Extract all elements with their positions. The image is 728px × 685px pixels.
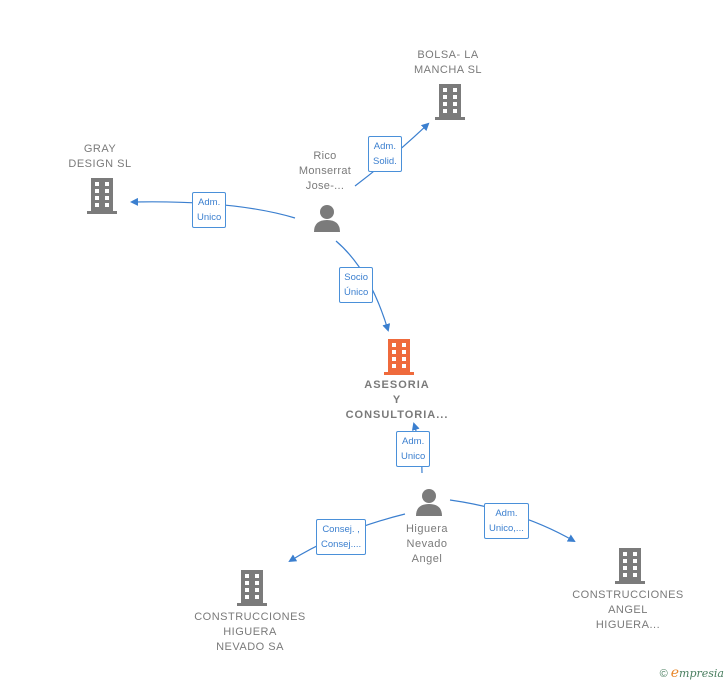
building-icon-focus (384, 339, 414, 375)
node-higuera-label: Higuera Nevado Angel (405, 523, 449, 565)
edge-label-adm-solid[interactable]: Adm. Solid. (368, 136, 402, 172)
person-icon (314, 205, 340, 232)
brand-e: e (670, 665, 680, 681)
edge-label-adm-unico-gray[interactable]: Adm. Unico (192, 192, 227, 228)
edge-label-socio-unico[interactable]: Socio Único (339, 267, 374, 303)
node-const-sa-label: CONSTRUCCIONES HIGUERA NEVADO SA (194, 611, 306, 653)
brand-logo: © empresia (660, 665, 724, 681)
brand-rest: mpresia (679, 667, 724, 680)
node-bolsa[interactable]: BOLSA- LA MANCHA SL (388, 48, 508, 78)
building-icon (237, 570, 267, 606)
node-const-sa[interactable]: CONSTRUCCIONES HIGUERA NEVADO SA (180, 610, 320, 655)
building-icon (435, 84, 465, 120)
node-rico-label: Rico Monserrat Jose-... (298, 150, 352, 192)
node-const-angel-label: CONSTRUCCIONES ANGEL HIGUERA... (572, 589, 684, 631)
edge-label-adm-unico-dots[interactable]: Adm. Unico,... (484, 503, 529, 539)
node-const-angel[interactable]: CONSTRUCCIONES ANGEL HIGUERA... (560, 588, 696, 633)
copyright-icon: © (659, 668, 668, 680)
edge-label-adm-unico-focus[interactable]: Adm. Unico (396, 431, 431, 467)
person-icon (416, 489, 442, 516)
node-rico[interactable]: Rico Monserrat Jose-... (280, 149, 370, 194)
building-icon (615, 548, 645, 584)
node-focus[interactable]: ASESORIA Y CONSULTORIA... (330, 378, 464, 423)
node-focus-label: ASESORIA Y CONSULTORIA... (345, 379, 449, 421)
edge-label-consej[interactable]: Consej. , Consej.... (316, 519, 367, 555)
node-bolsa-label: BOLSA- LA MANCHA SL (413, 49, 483, 76)
node-gray[interactable]: GRAY DESIGN SL (50, 142, 150, 172)
node-gray-label: GRAY DESIGN SL (68, 143, 132, 170)
node-higuera[interactable]: Higuera Nevado Angel (382, 522, 472, 567)
building-icon (87, 178, 117, 214)
